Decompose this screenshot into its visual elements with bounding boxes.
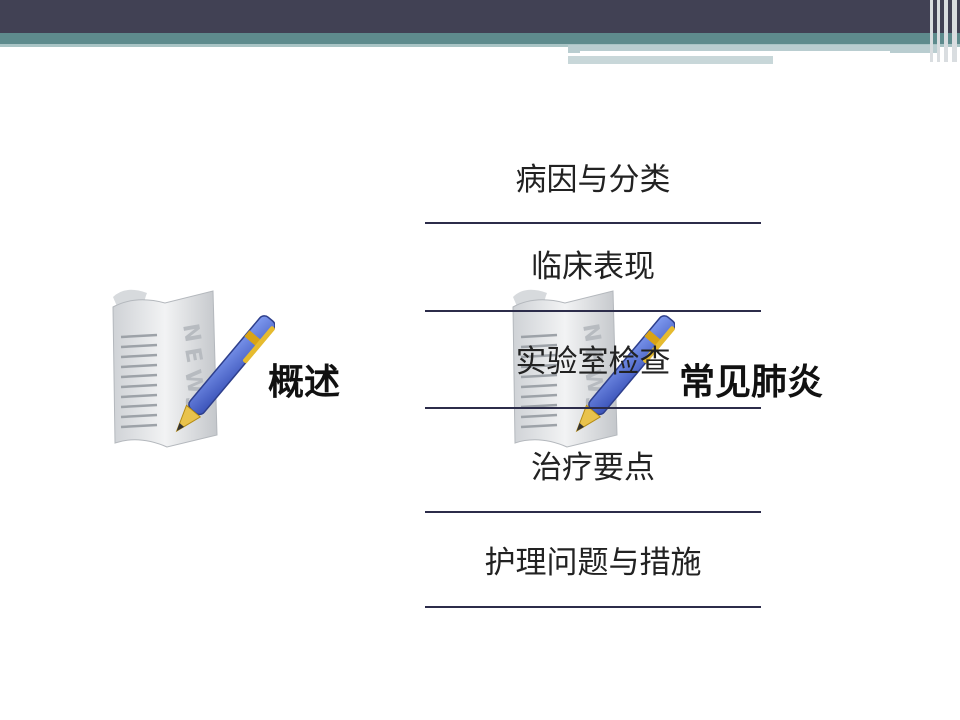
header-stripe [952, 0, 957, 62]
header-accent-line [580, 51, 890, 53]
header-stripe [944, 0, 948, 62]
newspaper-pen-icon: N E W S [112, 289, 275, 448]
menu-item-causes[interactable]: 病因与分类 [515, 162, 671, 198]
menu-divider [425, 511, 761, 513]
header-accent-bar-short [568, 56, 773, 64]
header-teal-band [0, 33, 960, 44]
menu-item-treatment[interactable]: 治疗要点 [531, 450, 655, 486]
header-stripe [937, 0, 940, 62]
menu-divider [425, 222, 761, 224]
svg-text:E: E [579, 346, 606, 365]
svg-text:E: E [179, 346, 206, 365]
svg-text:N: N [177, 322, 205, 344]
title-overview[interactable]: 概述 [268, 362, 341, 403]
menu-divider [425, 606, 761, 608]
menu-divider [425, 310, 761, 312]
menu-item-lab-tests[interactable]: 实验室检查 [515, 344, 671, 380]
menu-item-nursing[interactable]: 护理问题与措施 [484, 545, 702, 581]
menu-item-clinical[interactable]: 临床表现 [531, 249, 655, 285]
header-stripe [930, 0, 933, 62]
title-common-pneumonia[interactable]: 常见肺炎 [679, 362, 824, 403]
menu-divider [425, 407, 761, 409]
header-accent-bar [568, 45, 940, 53]
header-band [0, 0, 960, 33]
header-teal-light [0, 44, 960, 47]
svg-text:N: N [577, 322, 605, 344]
